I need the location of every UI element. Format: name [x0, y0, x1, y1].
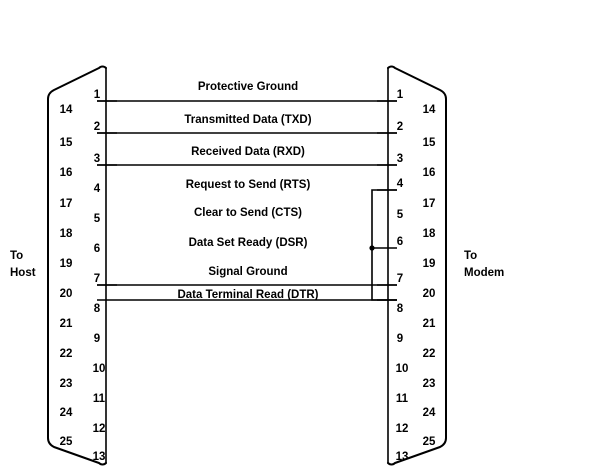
jumper-junction-dot: [369, 245, 375, 251]
left-pin-10: 10: [93, 363, 106, 375]
right-endpoint-label-line1: To: [464, 250, 477, 262]
right-pin-12: 12: [396, 423, 409, 435]
left-connector-row2-pins: 14 15 16 17 18 19 20 21 22 23 24 25: [60, 104, 73, 448]
signal-labels: Protective Ground Transmitted Data (TXD)…: [177, 81, 318, 301]
right-pin-11: 11: [396, 393, 409, 405]
left-pin-12: 12: [93, 423, 106, 435]
right-pin-21: 21: [423, 318, 436, 330]
right-endpoint-label: To Modem: [464, 250, 504, 279]
left-endpoint-label: To Host: [10, 250, 36, 279]
right-pin-10: 10: [396, 363, 409, 375]
right-pin-16: 16: [423, 167, 436, 179]
left-pin-6: 6: [94, 243, 100, 255]
right-endpoint-label-line2: Modem: [464, 267, 504, 279]
left-pin-23: 23: [60, 378, 73, 390]
left-pin-3: 3: [94, 153, 100, 165]
right-pin-2: 2: [397, 121, 403, 133]
left-connector-outline: [47, 65, 107, 466]
right-pin-15: 15: [423, 137, 436, 149]
signal-label-signal-ground: Signal Ground: [208, 266, 287, 278]
left-pin-22: 22: [60, 348, 73, 360]
right-pin-14: 14: [423, 104, 436, 116]
right-pin-1: 1: [397, 89, 404, 101]
left-connector-row1-pins: 1 2 3 4 5 6 7 8 9 10 11 12 13: [93, 89, 106, 463]
signal-label-data-terminal-ready: Data Terminal Read (DTR): [177, 289, 318, 301]
left-pin-25: 25: [60, 436, 73, 448]
right-connector-row2-pins: 14 15 16 17 18 19 20 21 22 23 24 25: [423, 104, 436, 448]
signal-label-received-data: Received Data (RXD): [191, 146, 305, 158]
right-pin-4: 4: [397, 178, 404, 190]
left-pin-15: 15: [60, 137, 73, 149]
right-pin-25: 25: [423, 436, 436, 448]
left-pin-7: 7: [94, 273, 100, 285]
right-pin-stubs: [377, 100, 397, 301]
signal-label-request-to-send: Request to Send (RTS): [186, 179, 311, 191]
left-pin-13: 13: [93, 451, 106, 463]
left-pin-8: 8: [94, 303, 101, 315]
right-connector-outline: [387, 65, 447, 466]
right-pin-18: 18: [423, 228, 436, 240]
signal-label-protective-ground: Protective Ground: [198, 81, 298, 93]
left-pin-11: 11: [93, 393, 106, 405]
signal-label-transmitted-data: Transmitted Data (TXD): [184, 114, 311, 126]
left-pin-stubs: [97, 100, 117, 286]
left-pin-19: 19: [60, 258, 73, 270]
left-pin-1: 1: [94, 89, 101, 101]
right-pin-20: 20: [423, 288, 436, 300]
left-pin-16: 16: [60, 167, 73, 179]
right-pin-9: 9: [397, 333, 403, 345]
left-pin-24: 24: [60, 407, 73, 419]
right-pin-22: 22: [423, 348, 436, 360]
right-pin-13: 13: [396, 451, 409, 463]
right-pin-23: 23: [423, 378, 436, 390]
right-pin-7: 7: [397, 273, 403, 285]
jumper-strap-4-6-8: [371, 189, 397, 301]
right-pin-5: 5: [397, 209, 404, 221]
right-pin-24: 24: [423, 407, 436, 419]
right-connector-row1-pins: 1 2 3 4 5 6 7 8 9 10 11 12 13: [396, 89, 409, 463]
left-pin-5: 5: [94, 213, 101, 225]
left-pin-14: 14: [60, 104, 73, 116]
left-pin-9: 9: [94, 333, 100, 345]
signal-label-data-set-ready: Data Set Ready (DSR): [189, 237, 308, 249]
signal-label-clear-to-send: Clear to Send (CTS): [194, 207, 302, 219]
left-pin-18: 18: [60, 228, 73, 240]
left-endpoint-label-line1: To: [10, 250, 23, 262]
left-endpoint-label-line2: Host: [10, 267, 36, 279]
left-pin-4: 4: [94, 183, 101, 195]
left-pin-17: 17: [60, 198, 73, 210]
right-pin-17: 17: [423, 198, 436, 210]
right-pin-6: 6: [397, 236, 403, 248]
right-pin-3: 3: [397, 153, 403, 165]
left-pin-21: 21: [60, 318, 73, 330]
right-pin-8: 8: [397, 303, 404, 315]
left-pin-2: 2: [94, 121, 100, 133]
right-pin-19: 19: [423, 258, 436, 270]
left-pin-20: 20: [60, 288, 73, 300]
